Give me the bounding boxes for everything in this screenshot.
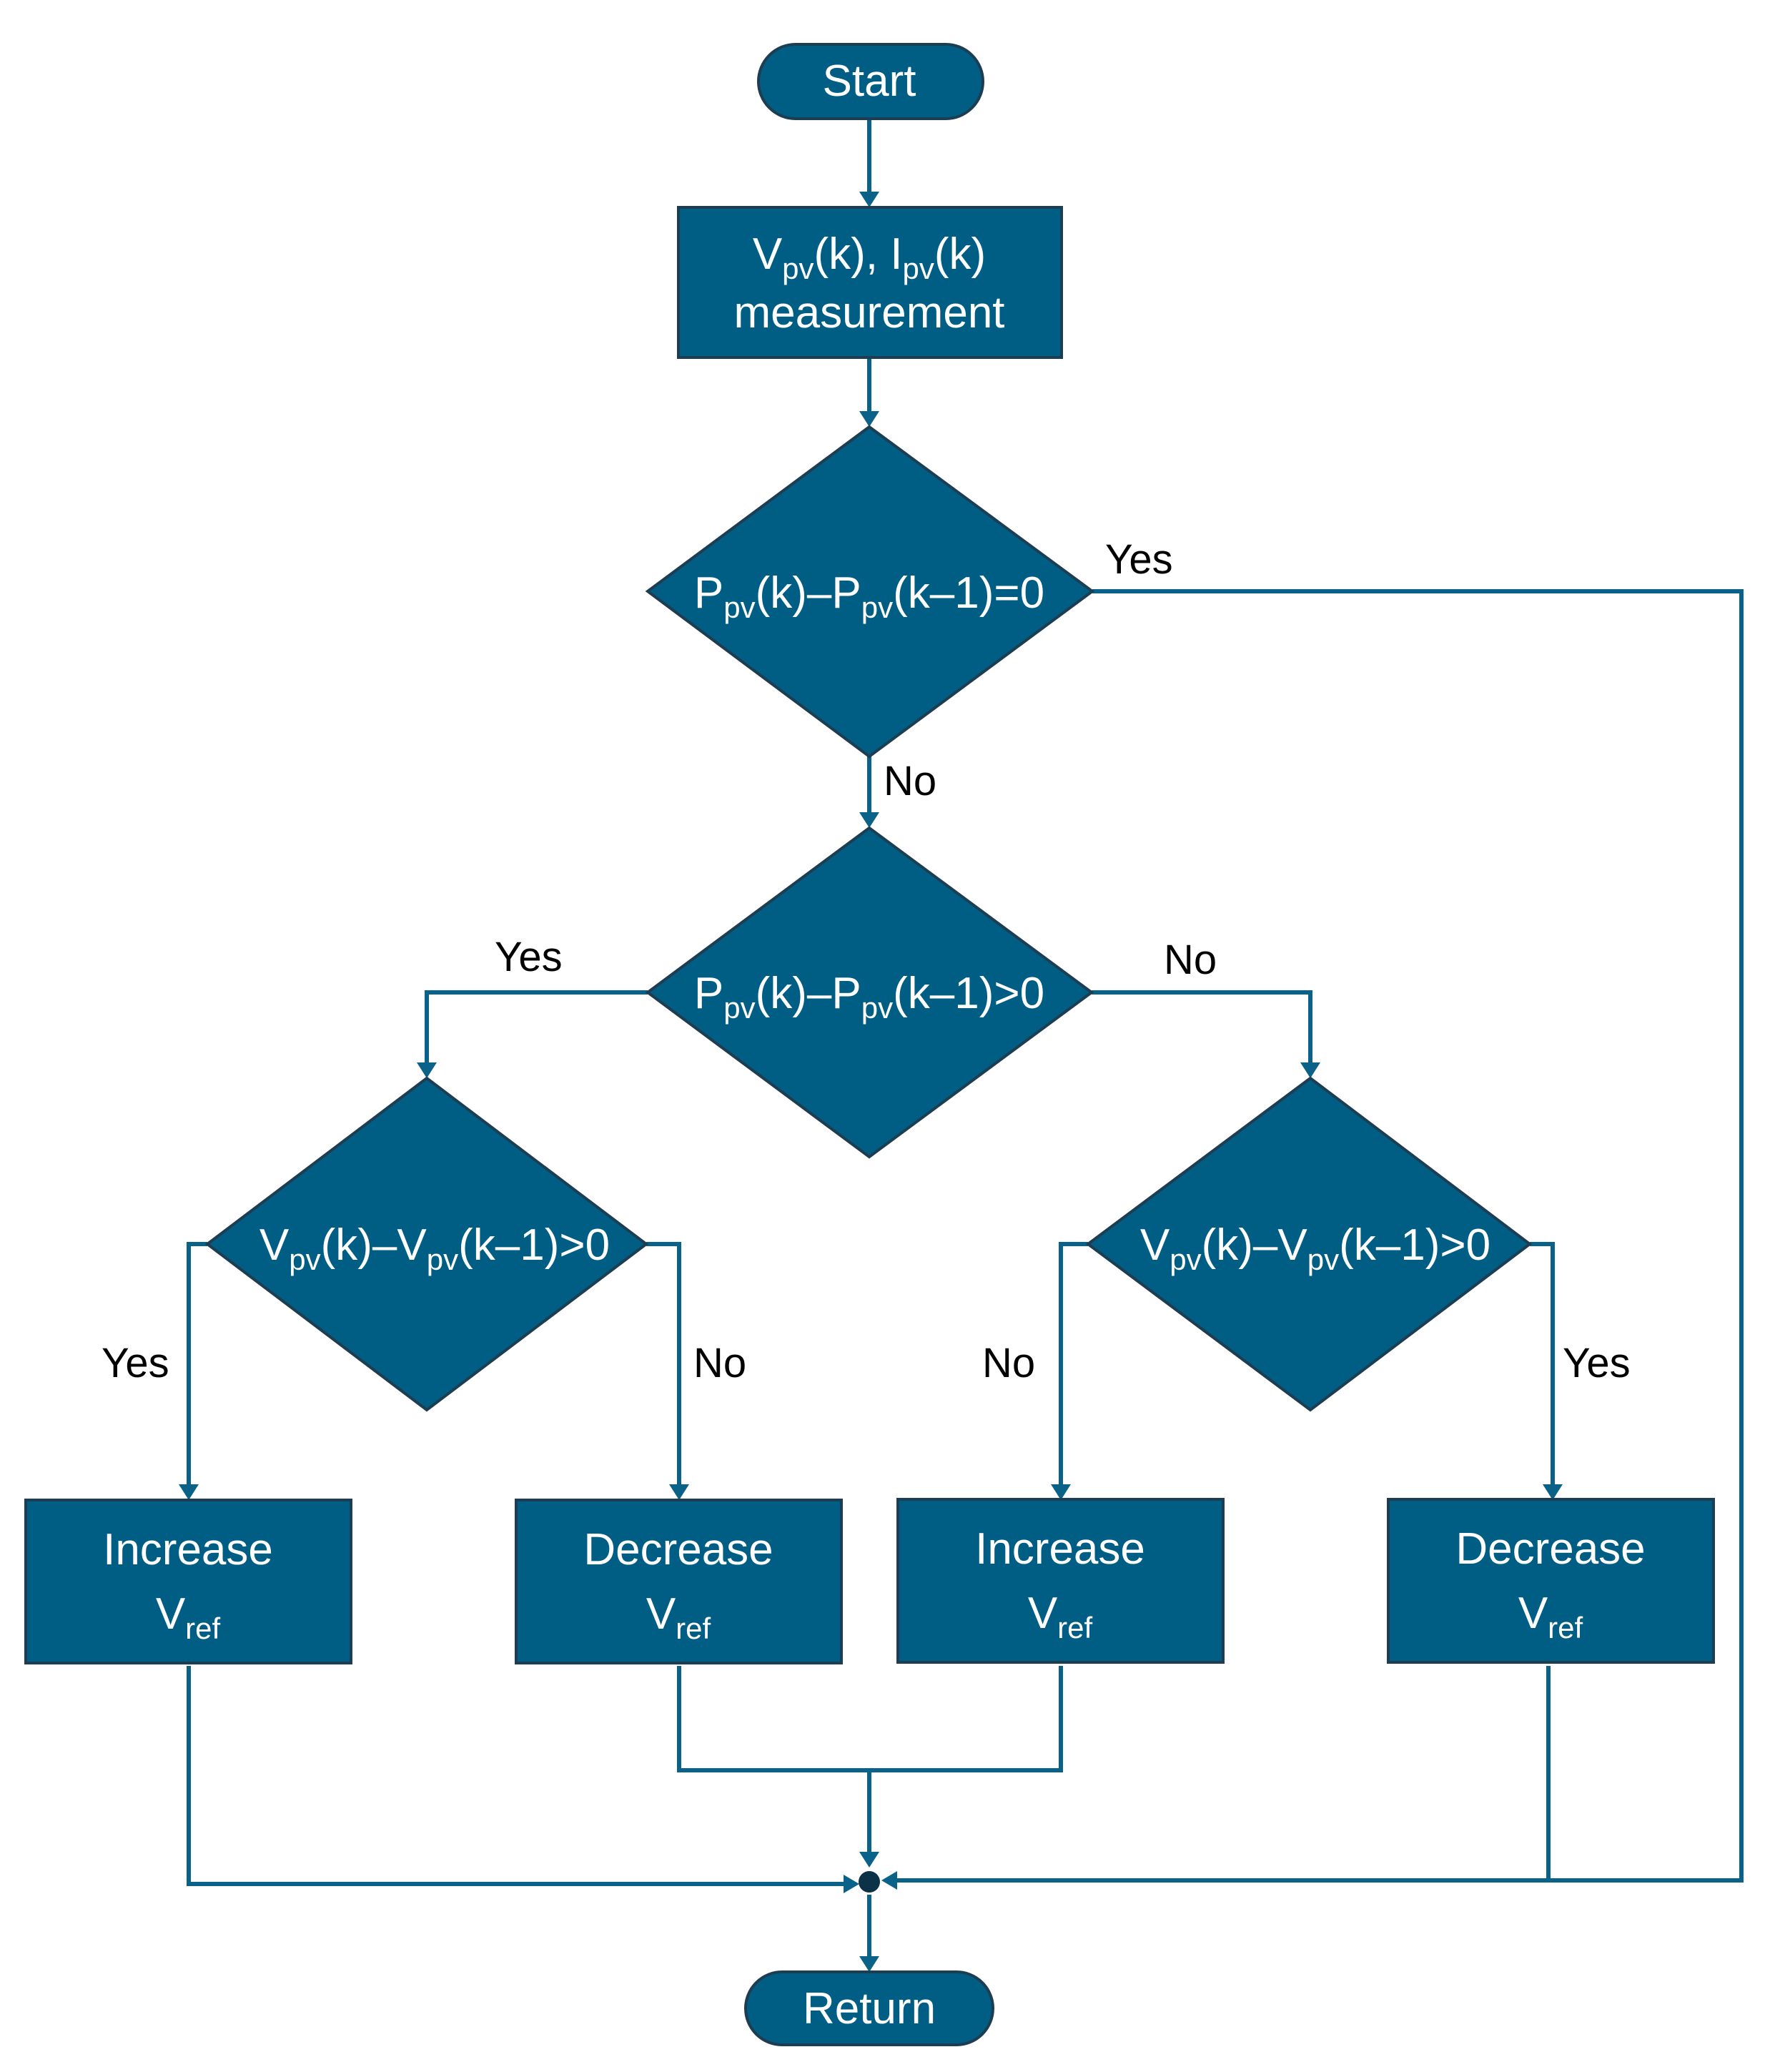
box-increase-vref-2-line1: Increase	[975, 1524, 1145, 1574]
box-decrease-vref-1-line1: Decrease	[583, 1525, 773, 1574]
label-d3-yes: Yes	[102, 1340, 169, 1386]
connectors	[179, 119, 1744, 1972]
edge-d3-no	[646, 1242, 681, 1487]
arrowhead	[859, 1852, 879, 1868]
box-increase-vref-2: Increase Vref	[896, 1498, 1225, 1664]
box-decrease-vref-2: Decrease Vref	[1387, 1498, 1715, 1664]
start-label: Start	[823, 56, 916, 106]
decision-power-equal-text: Ppv(k)–Ppv(k–1)=0	[694, 568, 1044, 624]
box-decrease-vref-1: Decrease Vref	[515, 1499, 843, 1664]
box-increase-vref-2-line2: Vref	[1028, 1589, 1093, 1644]
arrowhead	[844, 1875, 859, 1893]
edge-box1-junction	[187, 1666, 844, 1886]
return-label: Return	[803, 1984, 936, 2033]
box-increase-vref-1: Increase Vref	[24, 1499, 352, 1664]
decision-power-greater-text: Ppv(k)–Ppv(k–1)>0	[694, 969, 1044, 1025]
label-d1-no: No	[884, 758, 936, 804]
edge-box2-merge	[677, 1666, 1063, 1772]
box-decrease-vref-1-line2: Vref	[646, 1589, 711, 1645]
decision-voltage-left-text: Vpv(k)–Vpv(k–1)>0	[259, 1220, 610, 1276]
edge-labels: Yes No Yes No Yes No No Yes	[102, 536, 1631, 1386]
label-d2-yes: Yes	[495, 934, 563, 980]
measurement-line1: Vpv(k), Ipv(k)	[753, 230, 986, 285]
decision-voltage-right-text: Vpv(k)–Vpv(k–1)>0	[1140, 1220, 1490, 1276]
junction-dot	[859, 1871, 880, 1893]
edge-d2-no	[1092, 990, 1312, 1065]
arrowhead	[859, 411, 879, 427]
arrowhead	[859, 812, 879, 828]
decision-power-equal: Ppv(k)–Ppv(k–1)=0	[645, 425, 1095, 759]
return-terminator: Return	[744, 1970, 994, 2046]
edge-d1-yes	[894, 589, 1744, 1883]
arrowhead	[417, 1062, 437, 1078]
arrowhead	[881, 1871, 897, 1890]
label-d4-no: No	[982, 1340, 1035, 1386]
label-d2-no: No	[1164, 937, 1217, 983]
decision-power-greater: Ppv(k)–Ppv(k–1)>0	[645, 826, 1094, 1159]
arrowhead	[859, 1956, 879, 1972]
measurement-box: Vpv(k), Ipv(k) measurement	[677, 206, 1063, 359]
arrowhead	[1543, 1484, 1563, 1500]
box-increase-vref-1-line1: Increase	[103, 1525, 273, 1574]
label-d1-yes: Yes	[1105, 536, 1173, 583]
arrowhead	[1051, 1484, 1071, 1500]
decision-voltage-right: Vpv(k)–Vpv(k–1)>0	[1085, 1076, 1533, 1412]
arrowhead	[179, 1484, 199, 1500]
box-decrease-vref-2-line2: Vref	[1518, 1589, 1583, 1644]
edge-d3-yes	[187, 1242, 207, 1487]
edge-d4-no	[1059, 1242, 1088, 1487]
edge-d4-yes	[1530, 1242, 1555, 1487]
decision-voltage-left: Vpv(k)–Vpv(k–1)>0	[204, 1076, 649, 1412]
measurement-line2: measurement	[733, 288, 1004, 337]
arrowhead	[669, 1484, 689, 1500]
arrowhead	[1300, 1062, 1320, 1078]
box-increase-vref-1-line2: Vref	[156, 1589, 221, 1645]
arrowhead	[859, 192, 879, 207]
start-terminator: Start	[757, 43, 984, 120]
label-d4-yes: Yes	[1563, 1340, 1631, 1386]
label-d3-no: No	[693, 1340, 746, 1386]
box-decrease-vref-2-line1: Decrease	[1455, 1524, 1645, 1574]
edge-d2-yes	[425, 990, 648, 1065]
